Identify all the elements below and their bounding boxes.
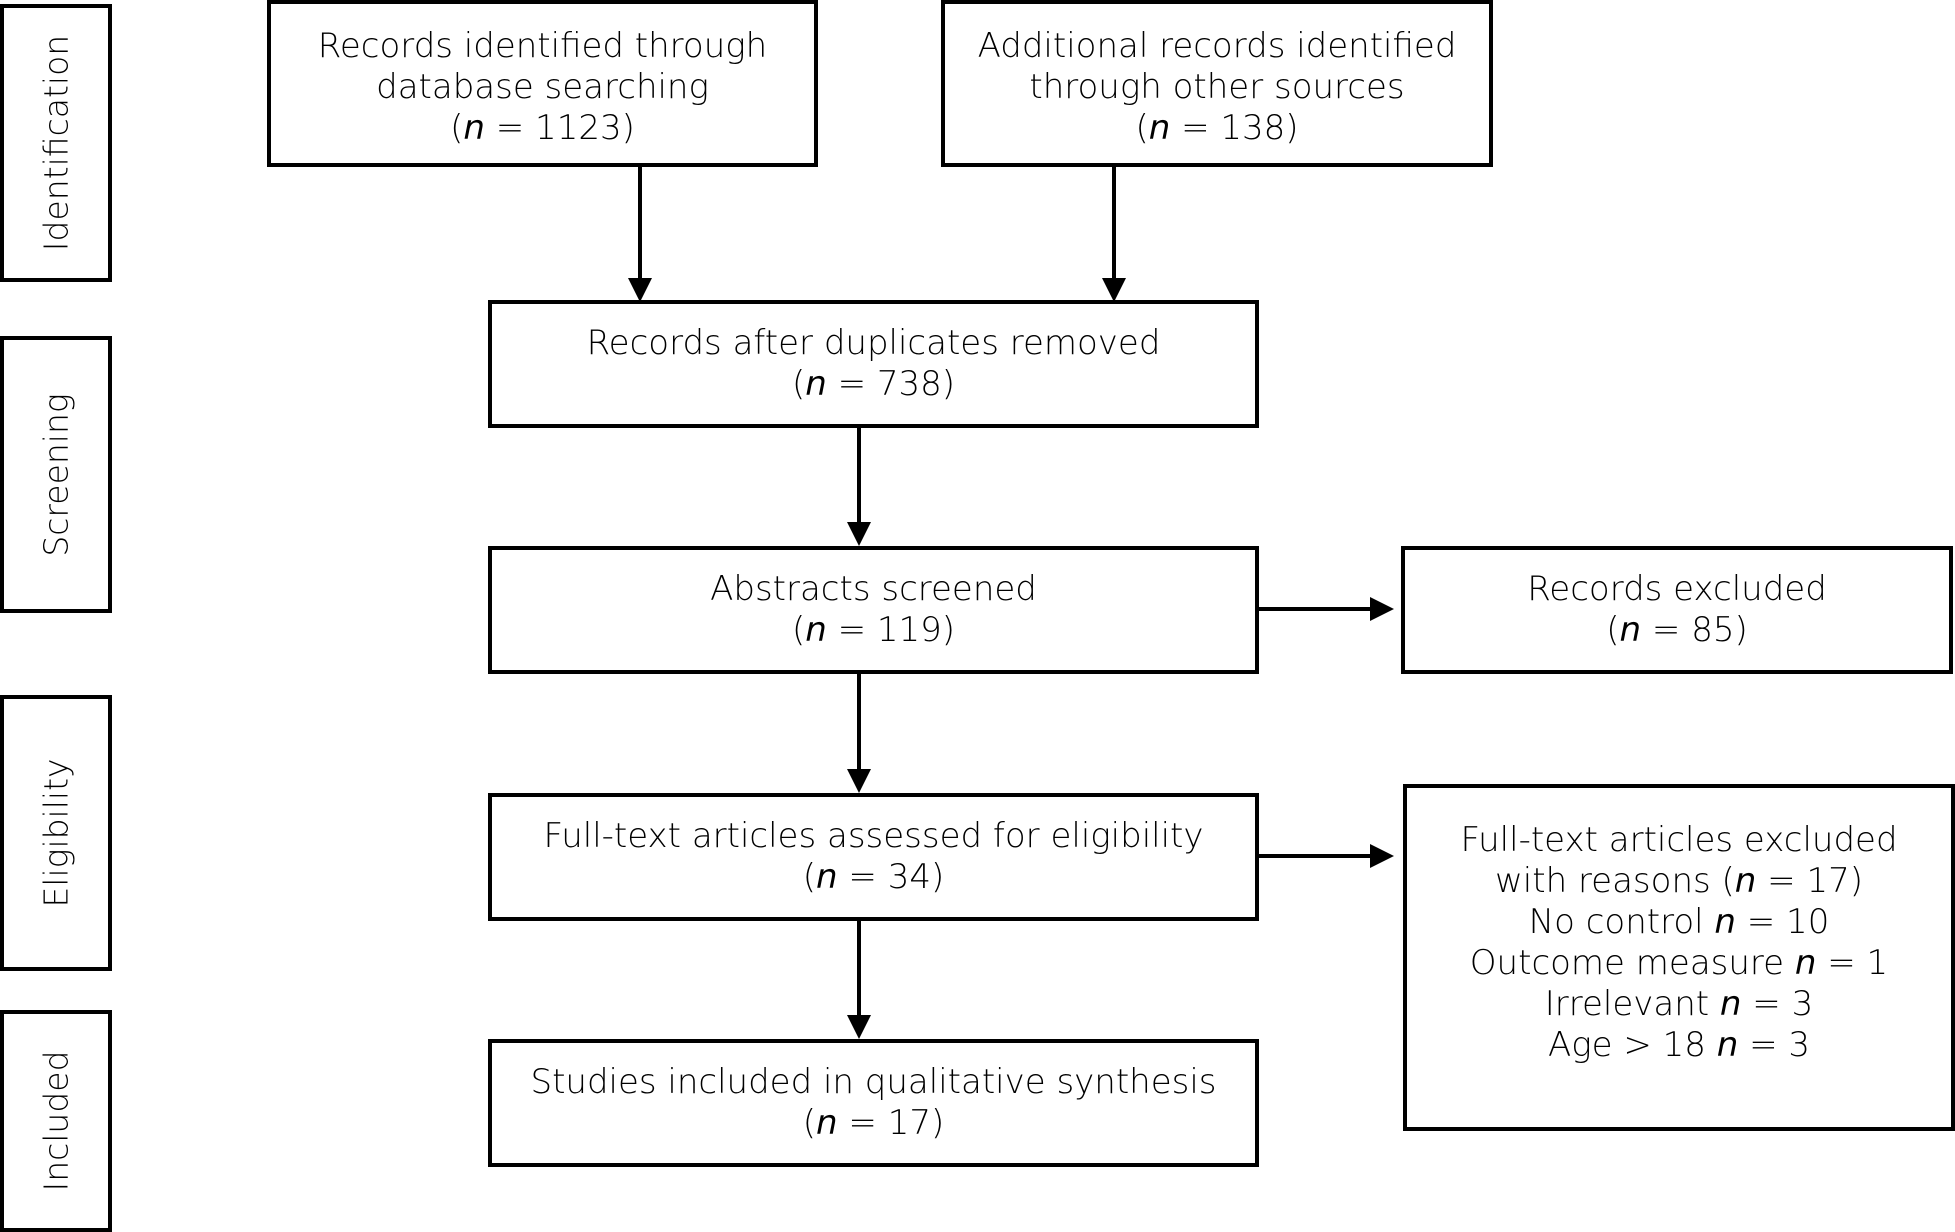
box-database-search: Records identified through database sear… xyxy=(267,0,818,167)
other-line1: Additional records identified xyxy=(977,26,1457,66)
reason-irrelevant: Irrelevant n = 3 xyxy=(1544,984,1814,1024)
other-line2: through other sources xyxy=(1029,67,1405,107)
excluded-line1: Records excluded xyxy=(1527,569,1827,609)
database-line2: database searching xyxy=(376,67,709,107)
box-studies-included: Studies included in qualitative synthesi… xyxy=(488,1039,1259,1167)
stage-eligibility: Eligibility xyxy=(0,695,112,971)
box-fulltext-assessed: Full-text articles assessed for eligibil… xyxy=(488,793,1259,921)
reason-no-control: No control n = 10 xyxy=(1528,902,1830,942)
database-line1: Records identified through xyxy=(317,26,768,66)
box-fulltext-excluded: Full-text articles excluded with reasons… xyxy=(1403,784,1955,1131)
database-count: (n = 1123) xyxy=(450,108,635,148)
fulltext-excluded-line2: with reasons (n = 17) xyxy=(1495,861,1863,901)
fulltext-excluded-line1: Full-text articles excluded xyxy=(1460,820,1898,860)
fulltext-line1: Full-text articles assessed for eligibil… xyxy=(543,816,1204,856)
excluded-count: (n = 85) xyxy=(1606,610,1748,650)
box-records-excluded: Records excluded (n = 85) xyxy=(1401,546,1953,674)
deduplicated-line1: Records after duplicates removed xyxy=(586,323,1161,363)
included-line1: Studies included in qualitative synthesi… xyxy=(530,1062,1217,1102)
box-abstracts-screened: Abstracts screened (n = 119) xyxy=(488,546,1259,674)
reason-age: Age > 18 n = 3 xyxy=(1547,1025,1811,1065)
included-count: (n = 17) xyxy=(802,1103,945,1143)
fulltext-count: (n = 34) xyxy=(802,857,945,897)
stage-screening: Screening xyxy=(0,336,112,613)
reason-outcome-measure: Outcome measure n = 1 xyxy=(1469,943,1889,983)
abstracts-count: (n = 119) xyxy=(791,610,956,650)
stage-identification: Identification xyxy=(0,4,112,282)
box-deduplicated: Records after duplicates removed (n = 73… xyxy=(488,300,1259,428)
box-other-sources: Additional records identified through ot… xyxy=(941,0,1493,167)
stage-included: Included xyxy=(0,1010,112,1232)
other-count: (n = 138) xyxy=(1135,108,1299,148)
deduplicated-count: (n = 738) xyxy=(791,364,956,404)
abstracts-line1: Abstracts screened xyxy=(710,569,1037,609)
